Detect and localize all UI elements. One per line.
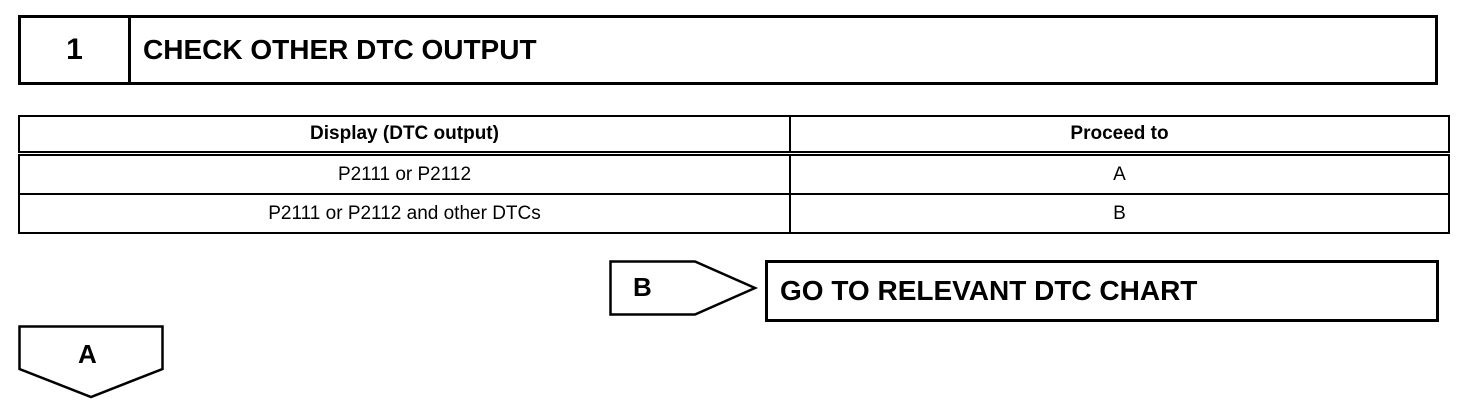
step-header: 1 CHECK OTHER DTC OUTPUT [18, 15, 1438, 85]
branch-b-label: B [633, 272, 652, 302]
table-cell-proceed: A [789, 152, 1450, 195]
column-header-display: Display (DTC output) [18, 115, 791, 156]
column-header-proceed: Proceed to [789, 115, 1450, 156]
step-title: CHECK OTHER DTC OUTPUT [143, 34, 537, 65]
dtc-table: Display (DTC output) Proceed to P2111 or… [18, 115, 1450, 234]
step-number: 1 [21, 18, 131, 82]
branch-a-label: A [78, 339, 97, 369]
table-row: P2111 or P2112 A [18, 152, 1450, 195]
down-arrow-icon [18, 325, 164, 399]
branch-b-arrow: B [609, 260, 759, 316]
right-arrow-icon [609, 260, 759, 316]
branch-a-arrow: A [18, 325, 164, 399]
table-cell-display: P2111 or P2112 [18, 152, 791, 195]
table-cell-display: P2111 or P2112 and other DTCs [18, 193, 791, 234]
branch-b-result: GO TO RELEVANT DTC CHART [765, 260, 1439, 322]
table-row: P2111 or P2112 and other DTCs B [18, 193, 1450, 234]
table-header-row: Display (DTC output) Proceed to [18, 115, 1450, 156]
table-cell-proceed: B [789, 193, 1450, 234]
